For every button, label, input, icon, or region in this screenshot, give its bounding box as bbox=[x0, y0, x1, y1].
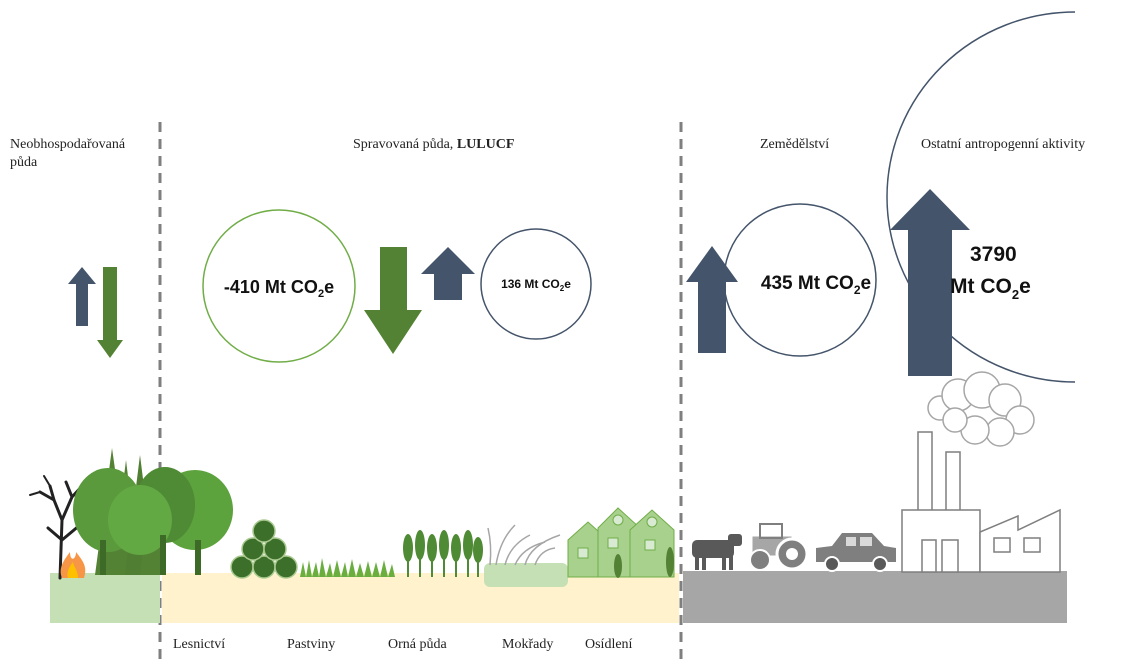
other-value-sub: 2 bbox=[1012, 287, 1019, 302]
lulucf-sink-value: -410 Mt CO2e bbox=[224, 277, 334, 300]
lulucf-source-up-arrow bbox=[421, 247, 475, 300]
other-value-suffix: e bbox=[1019, 275, 1031, 298]
agriculture-value-suffix: e bbox=[861, 273, 872, 294]
land-category-settlements: Osídlení bbox=[585, 637, 633, 652]
unmanaged-down-arrow bbox=[97, 267, 123, 358]
lulucf-sink-value-prefix: -410 Mt CO bbox=[224, 277, 318, 297]
managed-land-label-prefix: Spravovaná půda, bbox=[353, 137, 457, 152]
lulucf-source-value-suffix: e bbox=[564, 277, 571, 291]
fire-icon bbox=[60, 552, 86, 578]
crops-icon bbox=[403, 530, 483, 577]
other-value-prefix: Mt CO bbox=[950, 275, 1012, 298]
agriculture-up-arrow bbox=[686, 246, 738, 353]
factory-icon bbox=[901, 431, 1061, 573]
lulucf-source-value: 136 Mt CO2e bbox=[501, 277, 571, 293]
lulucf-source-value-prefix: 136 Mt CO bbox=[501, 277, 560, 291]
lulucf-sink-value-suffix: e bbox=[324, 277, 334, 297]
lulucf-source-value-sub: 2 bbox=[560, 284, 565, 293]
agriculture-value: 435 Mt CO2e bbox=[761, 273, 871, 297]
ground-unmanaged bbox=[50, 573, 160, 623]
land-category-pastures: Pastviny bbox=[287, 637, 335, 652]
forest-icon bbox=[73, 448, 233, 575]
lulucf-sink-circle bbox=[202, 209, 356, 363]
unmanaged-land-label-line1: Neobhospodařovaná bbox=[10, 137, 126, 152]
other-value-line2: Mt CO2e bbox=[950, 275, 1031, 302]
managed-land-label-suffix: LULUCF bbox=[457, 137, 515, 152]
wetland-icon bbox=[484, 524, 568, 587]
managed-land-label: Spravovaná půda, LULUCF bbox=[353, 137, 514, 152]
unmanaged-up-arrow bbox=[68, 267, 96, 326]
grass-icon bbox=[300, 558, 395, 577]
lulucf-sink-value-sub: 2 bbox=[318, 288, 324, 300]
other-emissions-circle bbox=[886, 11, 1076, 383]
land-category-forestry: Lesnictví bbox=[173, 637, 225, 652]
hay-bales-icon bbox=[230, 519, 298, 579]
ground-managed bbox=[162, 573, 679, 623]
other-up-arrow bbox=[890, 189, 970, 376]
smoke-cloud-icon bbox=[927, 371, 1035, 447]
houses-icon bbox=[567, 507, 675, 578]
unmanaged-land-label-line2: půda bbox=[10, 155, 38, 170]
ground-industry bbox=[683, 571, 1067, 623]
cow-icon bbox=[692, 534, 742, 570]
land-category-arable: Orná půda bbox=[388, 637, 447, 652]
lulucf-sink-down-arrow bbox=[364, 247, 422, 354]
other-value-line1: 3790 bbox=[970, 243, 1017, 266]
land-category-wetlands: Mokřady bbox=[502, 637, 553, 652]
car-icon bbox=[816, 533, 896, 572]
agriculture-value-sub: 2 bbox=[854, 283, 861, 297]
other-activities-label: Ostatní antropogenní aktivity bbox=[921, 137, 1085, 152]
agriculture-label: Zemědělství bbox=[760, 137, 829, 152]
lulucf-source-circle bbox=[480, 228, 592, 340]
tractor-icon bbox=[749, 523, 809, 571]
agriculture-value-prefix: 435 Mt CO bbox=[761, 273, 854, 294]
